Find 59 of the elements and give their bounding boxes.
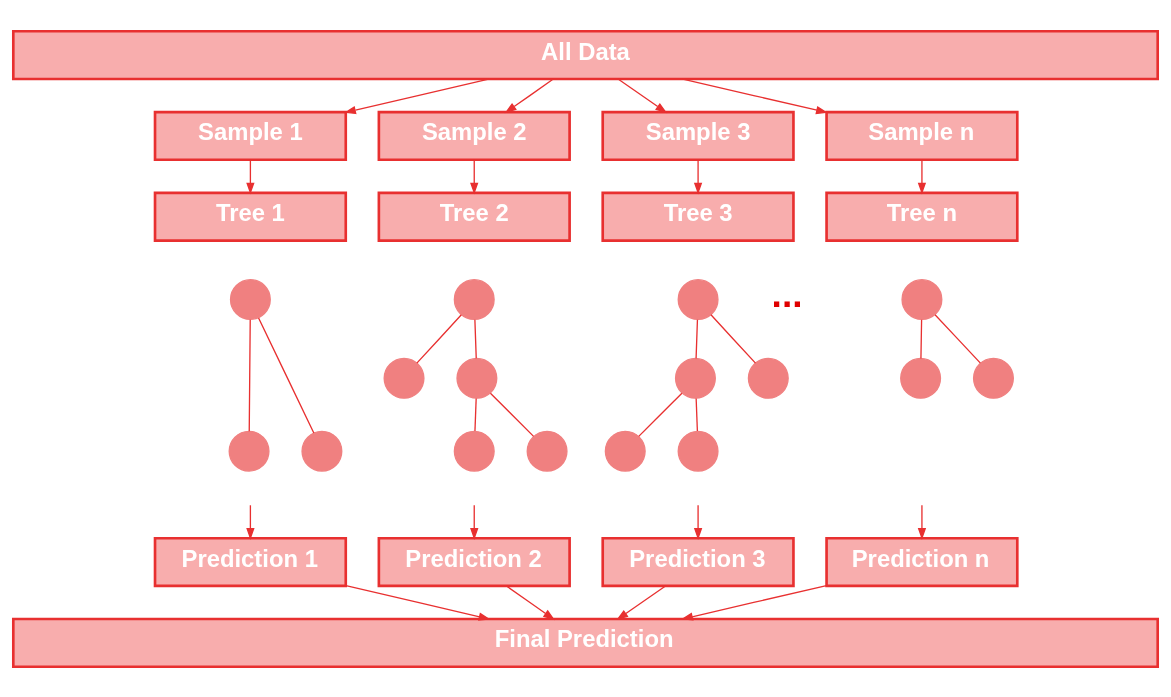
connector: [257, 316, 315, 434]
node-box: Final Prediction: [11, 617, 1160, 668]
arrow: [682, 77, 828, 114]
node-circle: [677, 278, 719, 320]
node-circle: [747, 357, 789, 399]
node-box: All Data: [11, 29, 1160, 80]
node-circle: [229, 278, 271, 320]
node-circle: [901, 278, 943, 320]
node-box: Prediction 2: [377, 536, 571, 587]
node-circle: [674, 357, 716, 399]
node-box: Tree 1: [153, 191, 348, 242]
arrow: [505, 584, 556, 620]
arrow: [246, 504, 255, 540]
arrow: [470, 504, 479, 540]
node-box: Sample 3: [601, 110, 795, 161]
node-box: Prediction n: [825, 536, 1019, 587]
node-circle: [972, 357, 1014, 399]
node-box: Tree 2: [377, 191, 571, 242]
connector: [934, 313, 982, 364]
node-box: Prediction 3: [601, 536, 795, 587]
node-circle: [900, 357, 942, 399]
connector: [695, 397, 699, 432]
connector: [695, 318, 699, 359]
connector: [638, 392, 683, 437]
arrow: [344, 77, 490, 114]
arrow: [616, 584, 667, 620]
node-circle: [456, 357, 498, 399]
connector: [248, 318, 251, 432]
arrow: [246, 158, 255, 195]
node-box: Prediction 1: [153, 536, 348, 587]
arrow: [617, 77, 668, 113]
connector: [489, 392, 535, 437]
node-box: Tree n: [825, 191, 1019, 242]
node-box: Sample n: [825, 110, 1019, 161]
arrow: [693, 504, 703, 540]
arrow: [917, 504, 927, 540]
node-circle: [604, 430, 646, 472]
arrow: [917, 158, 927, 195]
node-circle: [453, 430, 495, 472]
node-circle: [383, 357, 425, 399]
node-circle: [301, 430, 343, 472]
arrow: [504, 77, 554, 113]
arrow: [681, 584, 828, 621]
connector: [710, 313, 757, 364]
connector: [474, 318, 477, 359]
connector: [474, 397, 477, 432]
connector: [416, 313, 463, 364]
arrow: [345, 584, 491, 621]
arrow: [470, 158, 479, 195]
connector: [920, 318, 923, 359]
node-circle: [526, 430, 568, 472]
node-box: Tree 3: [601, 191, 795, 242]
node-circle: [677, 430, 719, 472]
node-circle: [228, 430, 270, 472]
node-circle: [453, 278, 495, 320]
label: ...: [771, 272, 803, 315]
arrow: [693, 158, 703, 195]
node-box: Sample 1: [153, 110, 348, 161]
node-box: Sample 2: [377, 110, 571, 161]
